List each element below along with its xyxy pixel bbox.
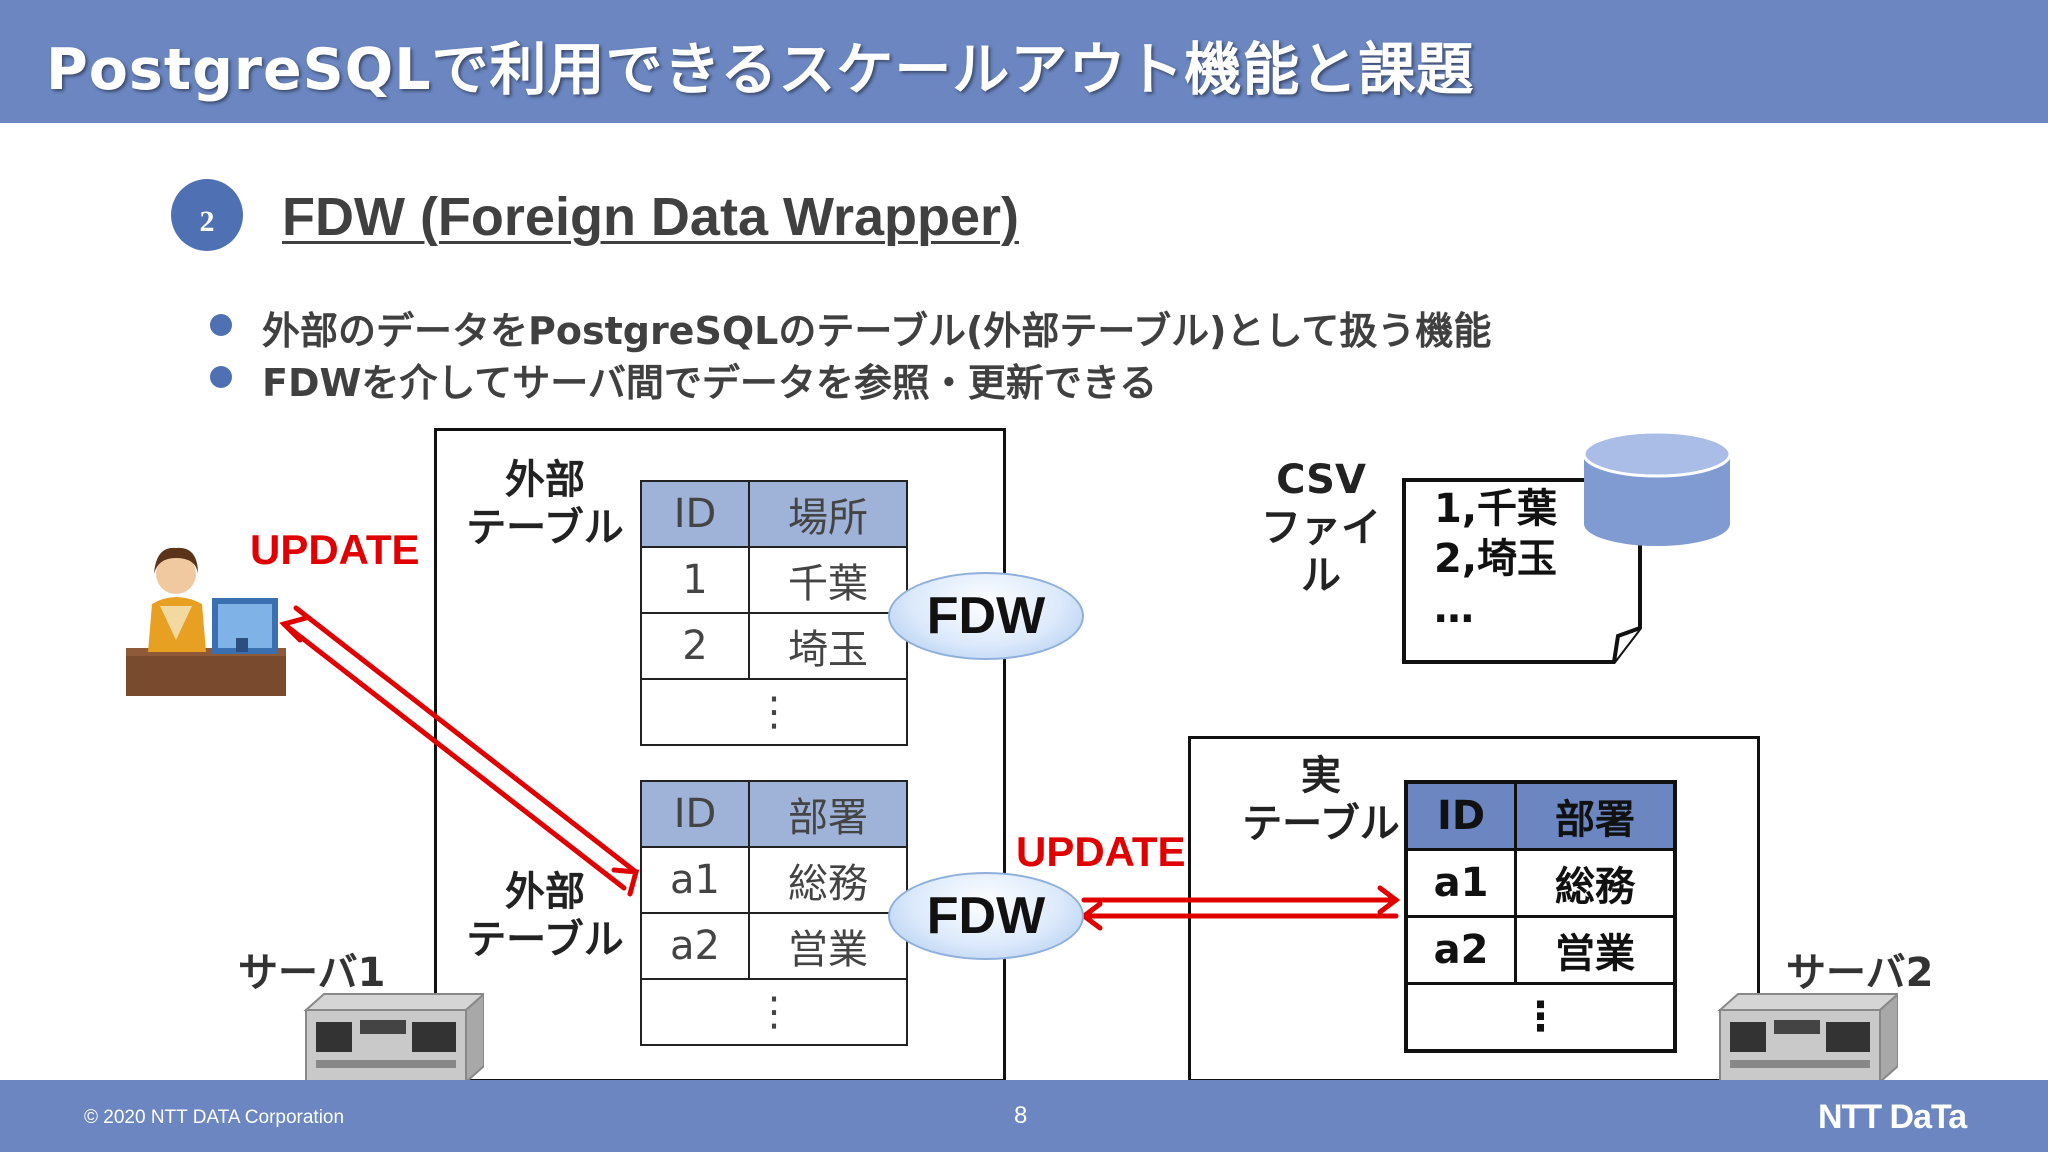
fdw-ellipse-bottom: FDW [888, 872, 1084, 960]
table-cell: a1 [1404, 848, 1517, 918]
table-ellipsis: ⋮ [1404, 982, 1677, 1053]
database-cylinder-icon [1582, 430, 1732, 546]
table-row: 2 埼玉 [640, 612, 908, 680]
copyright-text: © 2020 NTT DATA Corporation [84, 1107, 345, 1128]
table-cell: 千葉 [748, 546, 908, 614]
csv-line: … [1434, 586, 1474, 632]
csv-line: 1,千葉 [1434, 486, 1558, 532]
user-at-computer-icon [126, 547, 286, 696]
bullet-text-1: 外部のデータをPostgreSQLのテーブル(外部テーブル)として扱う機能 [262, 309, 1492, 353]
foreign-table-label-bottom: 外部 テーブル [466, 869, 624, 963]
table-cell: 総務 [1514, 848, 1677, 918]
table-header-cell: 部署 [1514, 780, 1677, 851]
section-number-badge: 2 [171, 179, 243, 251]
table-cell: a1 [640, 846, 750, 914]
csv-content: 1,千葉 2,埼玉 … [1434, 484, 1557, 634]
table-cell: 総務 [748, 846, 908, 914]
table-header-cell: ID [640, 780, 750, 848]
server-icon [303, 992, 484, 1082]
real-table: ID 部署 a1 総務 a2 営業 ⋮ [1404, 780, 1677, 1053]
foreign-table-1: ID 場所 1 千葉 2 埼玉 ⋮ [640, 480, 908, 746]
table-row: a2 営業 [640, 912, 908, 980]
table-header-row: ID 場所 [640, 480, 908, 548]
company-logo: NTT DaTa [1818, 1098, 1967, 1136]
footer-bar [0, 1080, 2048, 1152]
table-cell: 埼玉 [748, 612, 908, 680]
bullet-dot-icon [210, 366, 232, 388]
table-cell: a2 [1404, 915, 1517, 985]
fdw-ellipse-top: FDW [888, 572, 1084, 660]
bullet-text-2: FDWを介してサーバ間でデータを参照・更新できる [262, 361, 1158, 405]
table-cell: a2 [640, 912, 750, 980]
table-row: 1 千葉 [640, 546, 908, 614]
table-row: a1 総務 [1404, 848, 1677, 918]
server2-label: サーバ2 [1786, 950, 1934, 996]
page-number: 8 [1014, 1102, 1028, 1129]
csv-line: 2,埼玉 [1434, 536, 1558, 582]
table-row: a2 営業 [1404, 915, 1677, 985]
table-ellipsis: ⋮ [640, 978, 908, 1046]
foreign-table-label-top: 外部 テーブル [466, 457, 624, 551]
csv-file-label: CSV ファイル [1261, 457, 1381, 599]
update-label-fdw: UPDATE [1016, 828, 1186, 875]
double-arrow-icon [1079, 885, 1401, 931]
table-row: ⋮ [1404, 982, 1677, 1053]
table-cell: 1 [640, 546, 750, 614]
table-header-row: ID 部署 [1404, 780, 1677, 851]
section-title: FDW (Foreign Data Wrapper) [282, 187, 1020, 247]
table-row: ⋮ [640, 978, 908, 1046]
table-header-cell: 場所 [748, 480, 908, 548]
table-row: ⋮ [640, 678, 908, 746]
page-title: PostgreSQLで利用できるスケールアウト機能と課題 [46, 37, 1475, 103]
table-cell: 営業 [748, 912, 908, 980]
table-header-cell: ID [1404, 780, 1517, 851]
double-arrow-icon [279, 605, 640, 897]
table-header-row: ID 部署 [640, 780, 908, 848]
table-header-cell: 部署 [748, 780, 908, 848]
server1-label: サーバ1 [238, 950, 386, 996]
table-ellipsis: ⋮ [640, 678, 908, 746]
table-cell: 営業 [1514, 915, 1677, 985]
foreign-table-2: ID 部署 a1 総務 a2 営業 ⋮ [640, 780, 908, 1046]
server-icon [1717, 992, 1898, 1082]
table-cell: 2 [640, 612, 750, 680]
table-row: a1 総務 [640, 846, 908, 914]
update-label-user: UPDATE [250, 526, 420, 573]
header-bar [0, 0, 2048, 123]
bullet-dot-icon [210, 314, 232, 336]
table-header-cell: ID [640, 480, 750, 548]
real-table-label: 実 テーブル [1242, 753, 1400, 847]
